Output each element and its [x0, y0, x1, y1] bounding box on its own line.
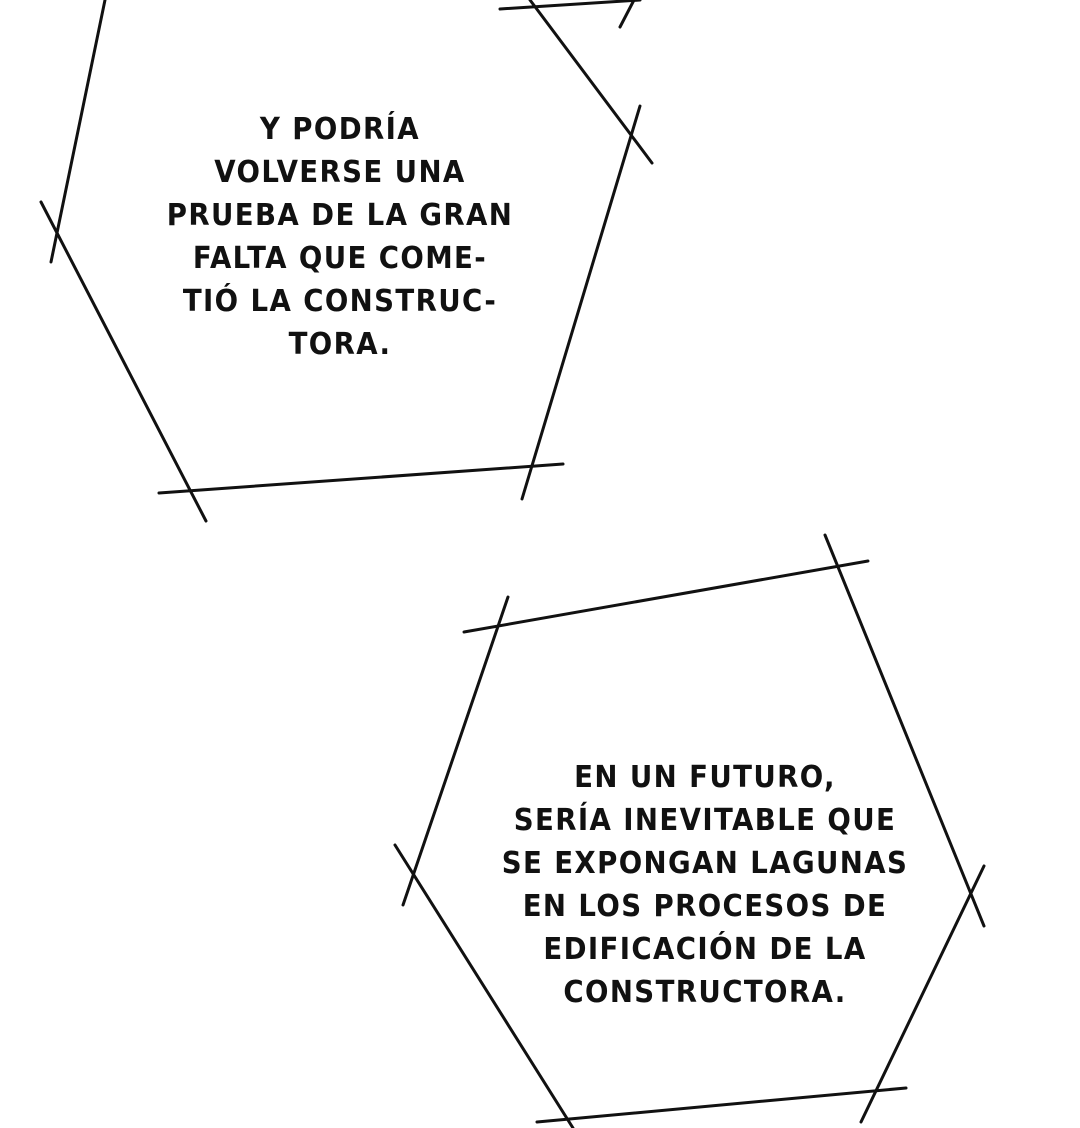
speech-bubble-top-text: Y PODRÍA VOLVERSE UNA PRUEBA DE LA GRAN … — [156, 108, 524, 366]
dialogue-line: PRUEBA DE LA GRAN — [166, 198, 514, 233]
dialogue-line: SERÍA INEVITABLE QUE — [513, 803, 897, 838]
dialogue-line: SE EXPONGAN LAGUNAS — [501, 846, 909, 881]
top-bubble-outline — [39, 0, 654, 523]
dialogue-line: TORA. — [288, 327, 392, 362]
dialogue-line: Y PODRÍA — [259, 112, 421, 147]
dialogue-line: VOLVERSE UNA — [214, 155, 466, 190]
dialogue-line: EN LOS PROCESOS DE — [522, 889, 888, 924]
speech-bubble-bottom-text: EN UN FUTURO, SERÍA INEVITABLE QUE SE EX… — [498, 756, 912, 1014]
bottom-bubble-outline — [393, 533, 986, 1128]
dialogue-line: EDIFICACIÓN DE LA — [543, 932, 867, 967]
dialogue-line: FALTA QUE COME- — [192, 241, 488, 276]
dialogue-line: CONSTRUCTORA. — [563, 975, 847, 1010]
dialogue-line: TIÓ LA CONSTRUC- — [182, 284, 498, 319]
dialogue-line: EN UN FUTURO, — [574, 760, 836, 795]
